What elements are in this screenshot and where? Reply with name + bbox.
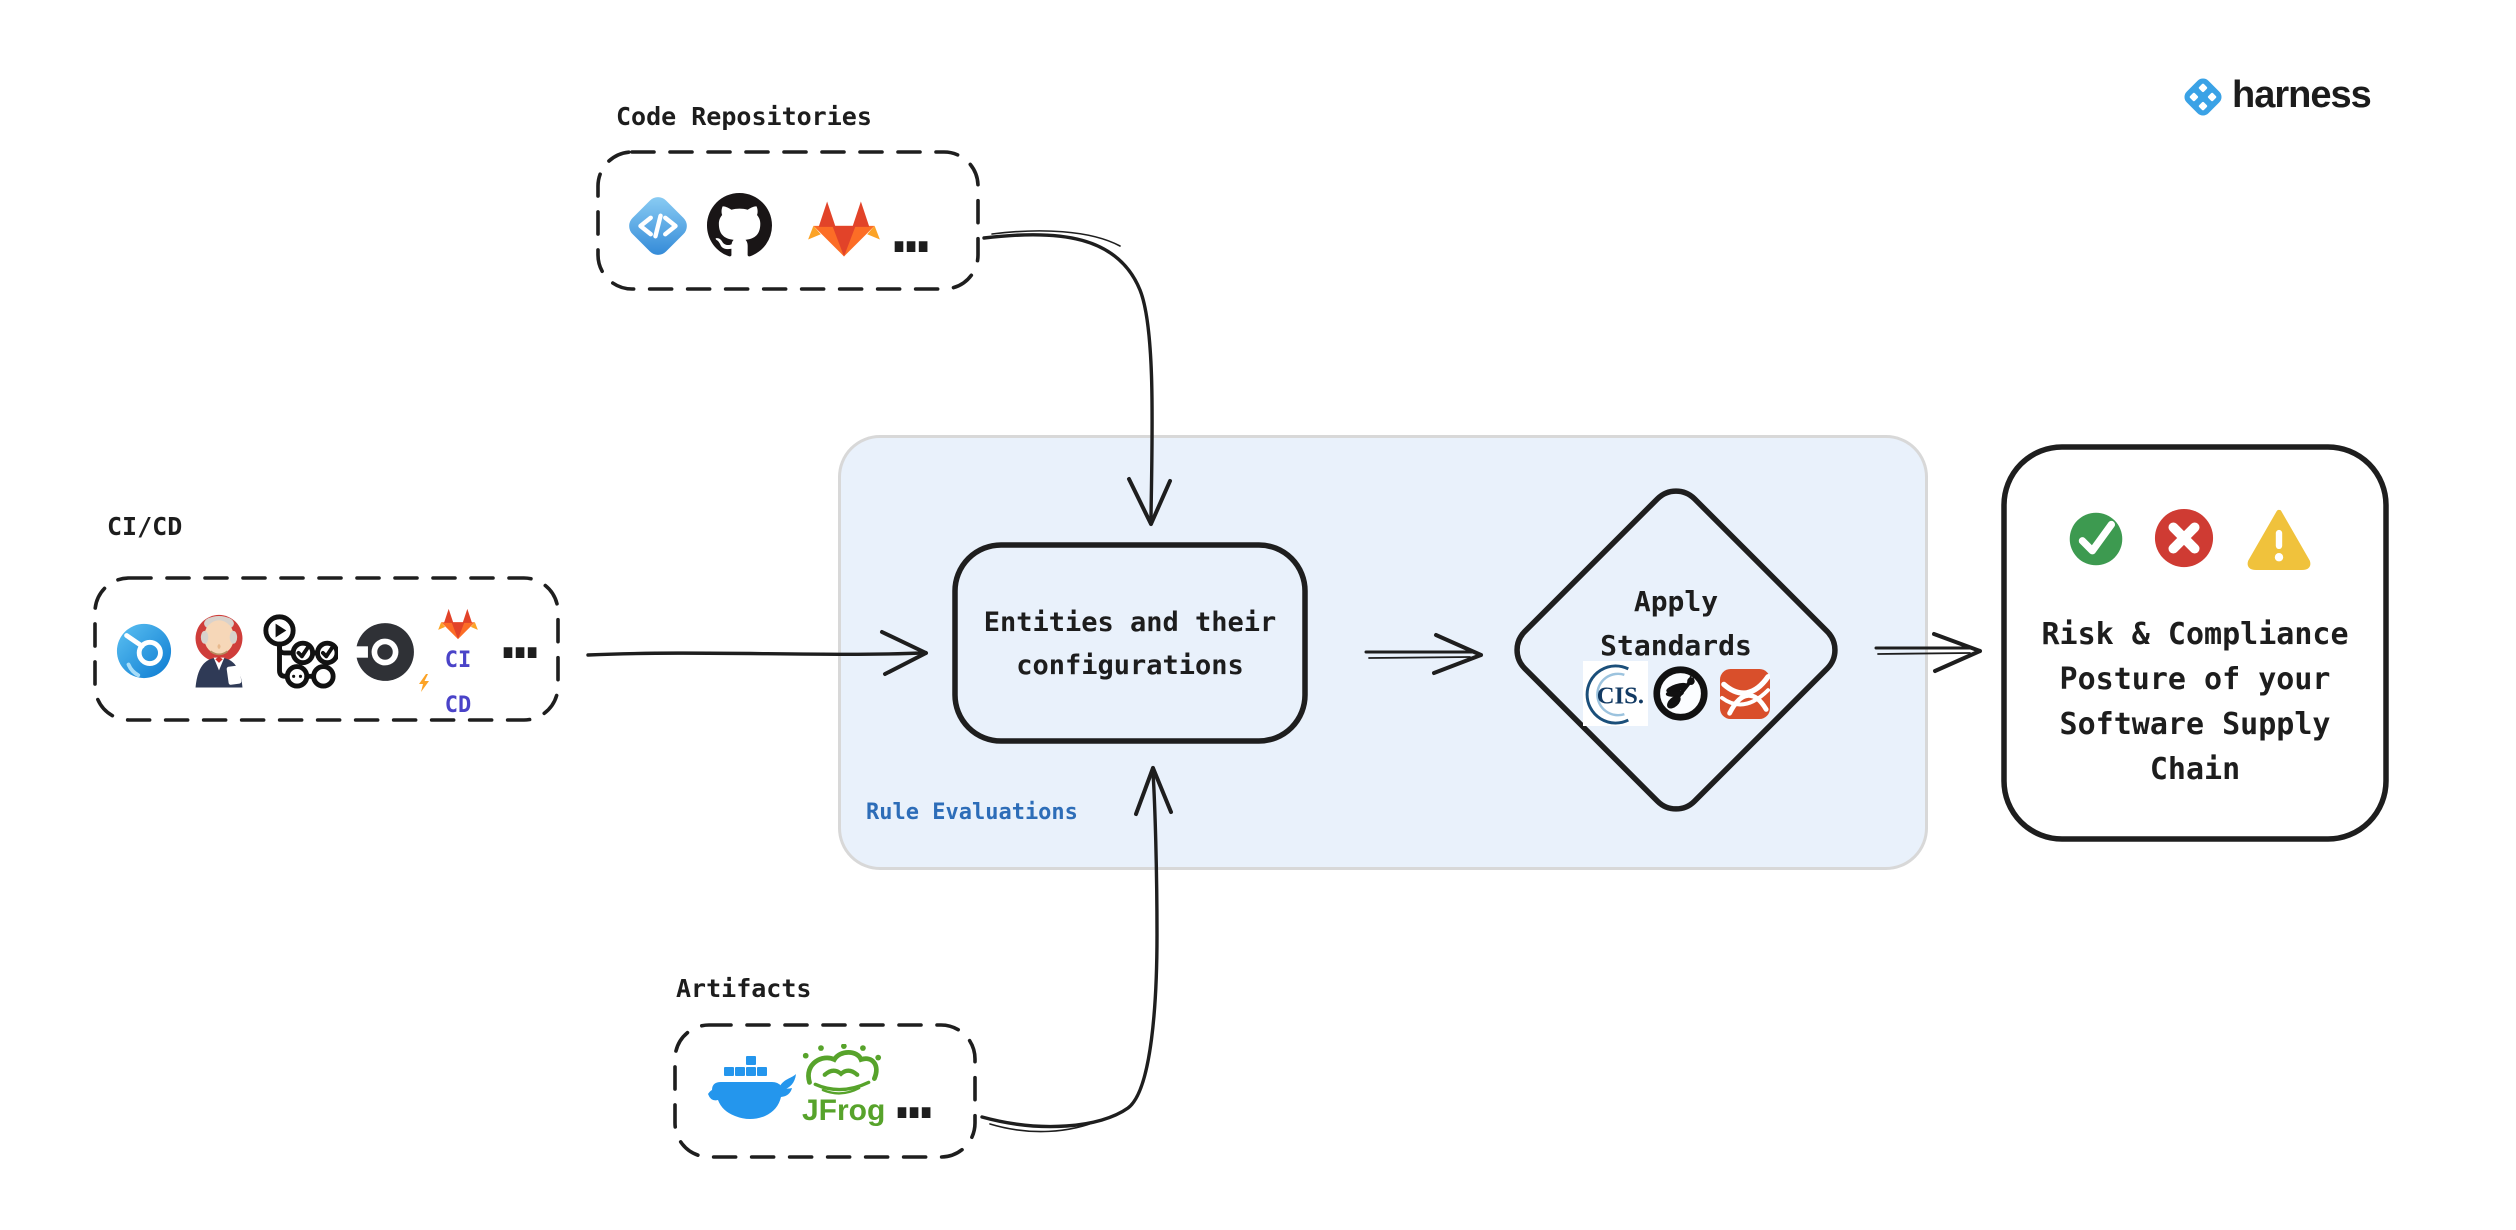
circleci-icon [354,621,416,683]
harness-ci-icon [115,622,173,680]
outcome-line-2: Posture of your [2059,662,2331,697]
arrow-cicd-to-entities [586,630,928,676]
red-ribbon-standards-icon [1720,669,1770,719]
warning-triangle-icon [2245,508,2313,570]
jenkins-icon [187,608,251,688]
github-icon [707,193,772,258]
cicd-box [93,576,560,722]
outcome-line-4: Chain [2149,752,2241,787]
github-actions-icon [260,611,338,689]
gitlab-cicd-text: CI CD [419,648,497,718]
arrow-entities-to-diamond [1364,633,1483,675]
outcome-text: Risk & Compliance Posture of your Softwa… [2020,612,2370,792]
harness-knot-icon [2180,74,2226,120]
code-repositories-box [596,150,980,291]
gitlab-icon [806,198,882,260]
cicd-label: CI/CD [107,512,183,541]
lightning-icon [419,674,429,692]
arrow-artifacts-to-entities [980,766,1173,1133]
artifacts-label: Artifacts [676,974,812,1003]
owasp-icon [1652,665,1709,722]
gitlab-ci-text: CI [444,648,472,673]
cis-text: CIS. [1597,682,1644,709]
entities-box-text: Entities and their configurations [955,601,1305,687]
cis-icon: CIS. [1583,661,1648,726]
artifacts-box [673,1023,977,1159]
harness-code-icon [625,193,691,259]
arrow-code-to-entities [982,230,1172,526]
apply-line-2: Standards [1600,629,1752,662]
cicd-more-dots: … [502,603,539,673]
code-repositories-label: Code Repositories [616,102,872,131]
error-cross-icon [2153,507,2215,569]
success-check-icon [2067,510,2125,568]
rule-evaluations-label: Rule Evaluations [866,800,1078,825]
docker-icon [706,1050,798,1124]
apply-standards-diamond [1514,488,1838,812]
gitlab-cd-text: CD [444,693,472,718]
entities-shape [952,542,1308,744]
entities-line-2: configurations [1016,650,1244,681]
harness-wordmark: harness [2232,74,2372,116]
apply-standards-text: Apply Standards [1526,580,1826,668]
jfrog-wordmark: JFrog [802,1094,886,1127]
entities-line-1: Entities and their [983,607,1277,638]
jfrog-icon [800,1044,882,1096]
apply-line-1: Apply [1633,585,1719,618]
artifacts-more-dots: … [896,1063,933,1133]
arrow-diamond-to-outcome [1874,632,1982,673]
outcome-line-3: Software Supply [2059,707,2331,742]
gitlab-cicd-icon [437,606,479,642]
outcome-line-1: Risk & Compliance [2041,617,2349,652]
code-more-dots: … [893,197,930,267]
